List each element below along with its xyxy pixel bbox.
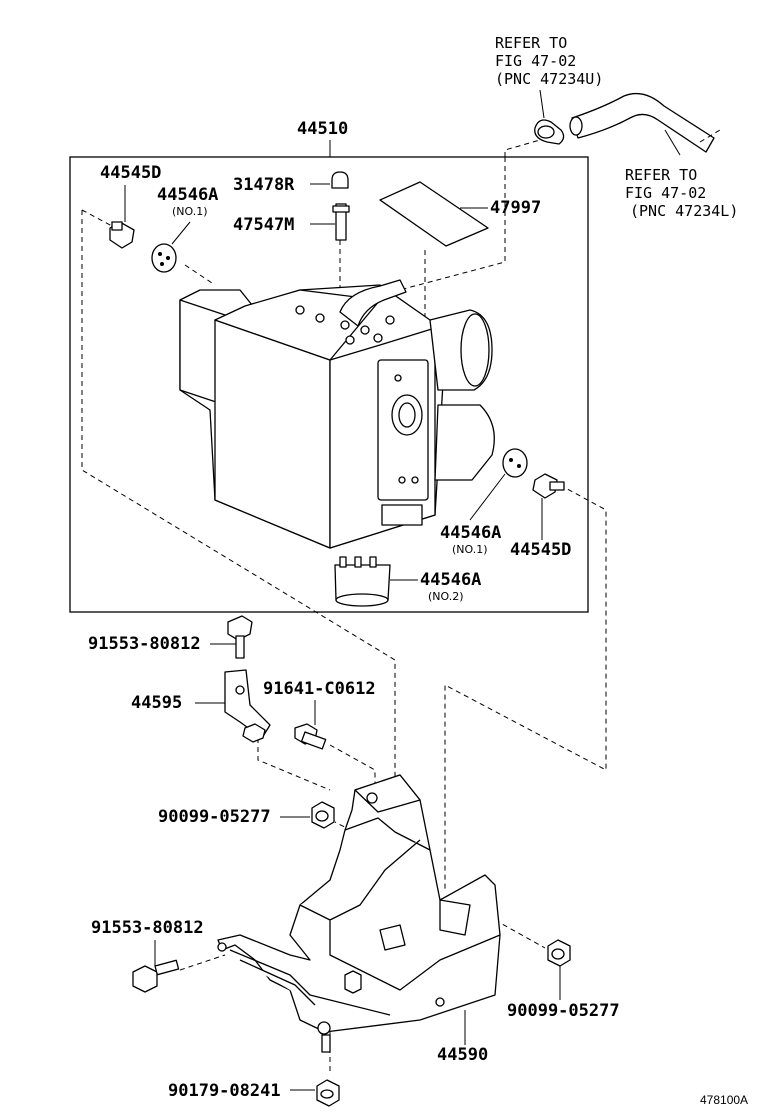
note-no1-right: (NO.1) <box>452 543 488 556</box>
note-no1-left: (NO.1) <box>172 205 208 218</box>
nut-lower <box>547 939 571 967</box>
label-plate <box>379 181 489 247</box>
label-90099-05277-lower: 90099-05277 <box>507 1001 620 1021</box>
cap-bolt-left <box>109 221 135 249</box>
bolt-upper <box>227 615 253 659</box>
label-47997: 47997 <box>490 198 541 218</box>
cushion-bottom <box>334 556 391 607</box>
label-31478R: 31478R <box>233 175 295 195</box>
label-44510: 44510 <box>297 119 348 139</box>
main-bracket <box>217 774 501 1053</box>
label-44595: 44595 <box>131 693 182 713</box>
reference-top-line1: REFER TO <box>495 34 567 52</box>
label-91641-C0612: 91641-C0612 <box>263 679 376 699</box>
reference-right-line3: (PNC 47234L) <box>630 202 738 220</box>
nut-upper <box>311 801 335 829</box>
reference-note-right: REFER TO FIG 47-02 (PNC 47234L) <box>625 166 738 220</box>
abs-actuator <box>179 279 495 549</box>
hose-joint <box>332 203 350 241</box>
cushion-left <box>151 243 177 273</box>
label-90179-08241: 90179-08241 <box>168 1081 281 1101</box>
cushion-right <box>502 448 528 478</box>
figure-code: 478100A <box>700 1093 748 1107</box>
label-47547M: 47547M <box>233 215 294 235</box>
assembly-frame <box>69 156 589 613</box>
label-44546A-left: 44546A <box>157 185 218 205</box>
label-44545D-right: 44545D <box>510 540 571 560</box>
reference-top-line3: (PNC 47234U) <box>495 70 603 88</box>
reference-top-line2: FIG 47-02 <box>495 52 576 70</box>
label-44545D-left: 44545D <box>100 163 161 183</box>
reference-note-top: REFER TO FIG 47-02 (PNC 47234U) <box>495 34 603 88</box>
label-90099-05277-upper: 90099-05277 <box>158 807 271 827</box>
label-44590: 44590 <box>437 1045 488 1065</box>
plug <box>331 171 349 189</box>
label-44546A-bottom: 44546A <box>420 570 481 590</box>
hose-clamp <box>534 119 565 145</box>
cap-bolt-right <box>532 473 565 499</box>
brake-hose <box>569 92 721 153</box>
flange-bolt <box>294 723 327 750</box>
reference-right-line1: REFER TO <box>625 166 697 184</box>
label-44546A-right: 44546A <box>440 523 501 543</box>
label-91553-80812-upper: 91553-80812 <box>88 634 201 654</box>
note-no2-bottom: (NO.2) <box>428 590 464 603</box>
bottom-bolt <box>316 1079 340 1107</box>
sub-bracket <box>224 669 271 743</box>
label-91553-80812-lower: 91553-80812 <box>91 918 204 938</box>
bolt-lower <box>132 959 180 993</box>
reference-right-line2: FIG 47-02 <box>625 184 706 202</box>
